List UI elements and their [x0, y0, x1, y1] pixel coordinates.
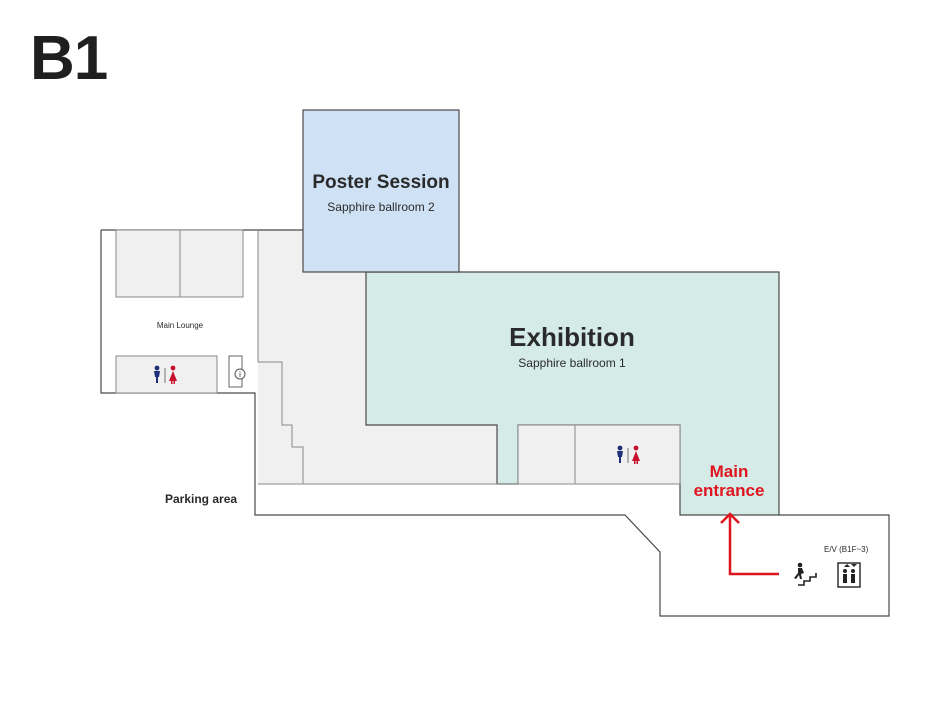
restroom-icon — [154, 365, 177, 384]
floor-label: B1 — [30, 24, 108, 93]
lounge-room-1 — [115, 229, 181, 298]
arrow-up-icon — [720, 512, 779, 576]
elevator-icon — [837, 562, 861, 588]
lounge-room-2 — [179, 229, 244, 298]
info-symbol: i — [239, 370, 241, 379]
elevator-label: E/V (B1F~3) — [824, 545, 869, 554]
stairs-icon — [794, 562, 817, 586]
storage-room — [517, 424, 576, 485]
main-entrance-label: Main entrance — [693, 462, 765, 500]
lounge-label: Main Lounge — [156, 321, 204, 330]
restroom-icon — [617, 445, 640, 464]
exhibition-subtitle: Sapphire ballroom 1 — [518, 356, 626, 370]
corridor-stepped-wall — [257, 230, 304, 484]
restroom-west — [115, 355, 218, 394]
corridor — [258, 230, 497, 484]
restroom-east — [574, 424, 681, 485]
poster-session-room — [302, 109, 460, 273]
info-desk-icon: i — [228, 355, 246, 388]
exhibition-title: Exhibition — [509, 322, 635, 352]
poster-session-subtitle: Sapphire ballroom 2 — [327, 200, 435, 214]
parking-label: Parking area — [165, 492, 238, 506]
poster-session-title: Poster Session — [312, 172, 450, 193]
